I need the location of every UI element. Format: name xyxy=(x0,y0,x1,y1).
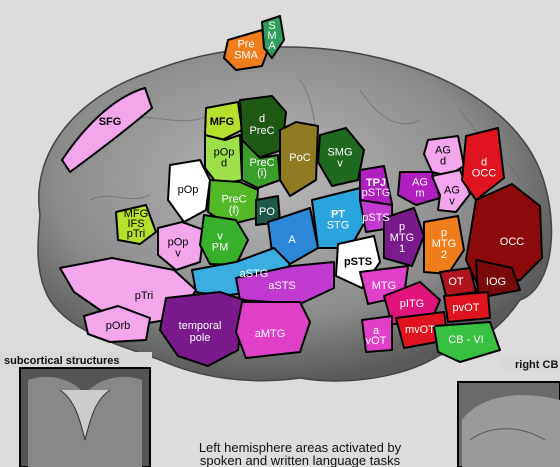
region-label-mfg: MFG xyxy=(210,116,234,128)
region-label-ot: OT xyxy=(448,276,464,288)
region-label-poc: PoC xyxy=(289,152,310,164)
caption: Left hemisphere areas activated by spoke… xyxy=(165,440,435,467)
region-label-pvot: pvOT xyxy=(453,302,480,314)
region-label-pop: pOp xyxy=(178,184,199,196)
region-label-ptri: pTri xyxy=(135,290,154,302)
region-label-cb-vi: CB - VI xyxy=(448,334,483,346)
region-label-sfg: SFG xyxy=(99,116,122,128)
region-label-asts: aSTS xyxy=(268,280,296,292)
subcortical-title: subcortical structures xyxy=(4,355,120,367)
region-label-mtg: MTG xyxy=(372,280,396,292)
region-label-a: A xyxy=(288,234,296,246)
region-label-mvot: mvOT xyxy=(405,324,435,336)
region-label-porb: pOrb xyxy=(106,320,130,332)
region-label-occ: OCC xyxy=(500,236,525,248)
region-label-psts-upper: pSTS xyxy=(362,212,390,224)
subcortical-inset: subcortical structures xyxy=(0,352,152,467)
region-label-astg: aSTG xyxy=(240,268,269,280)
region-label-iog: IOG xyxy=(486,276,506,288)
region-label-psts: pSTS xyxy=(344,256,372,268)
region-label-amtg: aMTG xyxy=(255,328,286,340)
caption-line-2: spoken and written language tasks xyxy=(200,453,401,467)
region-label-pitg: pITG xyxy=(400,298,424,310)
region-label-po: PO xyxy=(259,206,275,218)
cerebellum-title: right CB xyxy=(515,359,558,371)
